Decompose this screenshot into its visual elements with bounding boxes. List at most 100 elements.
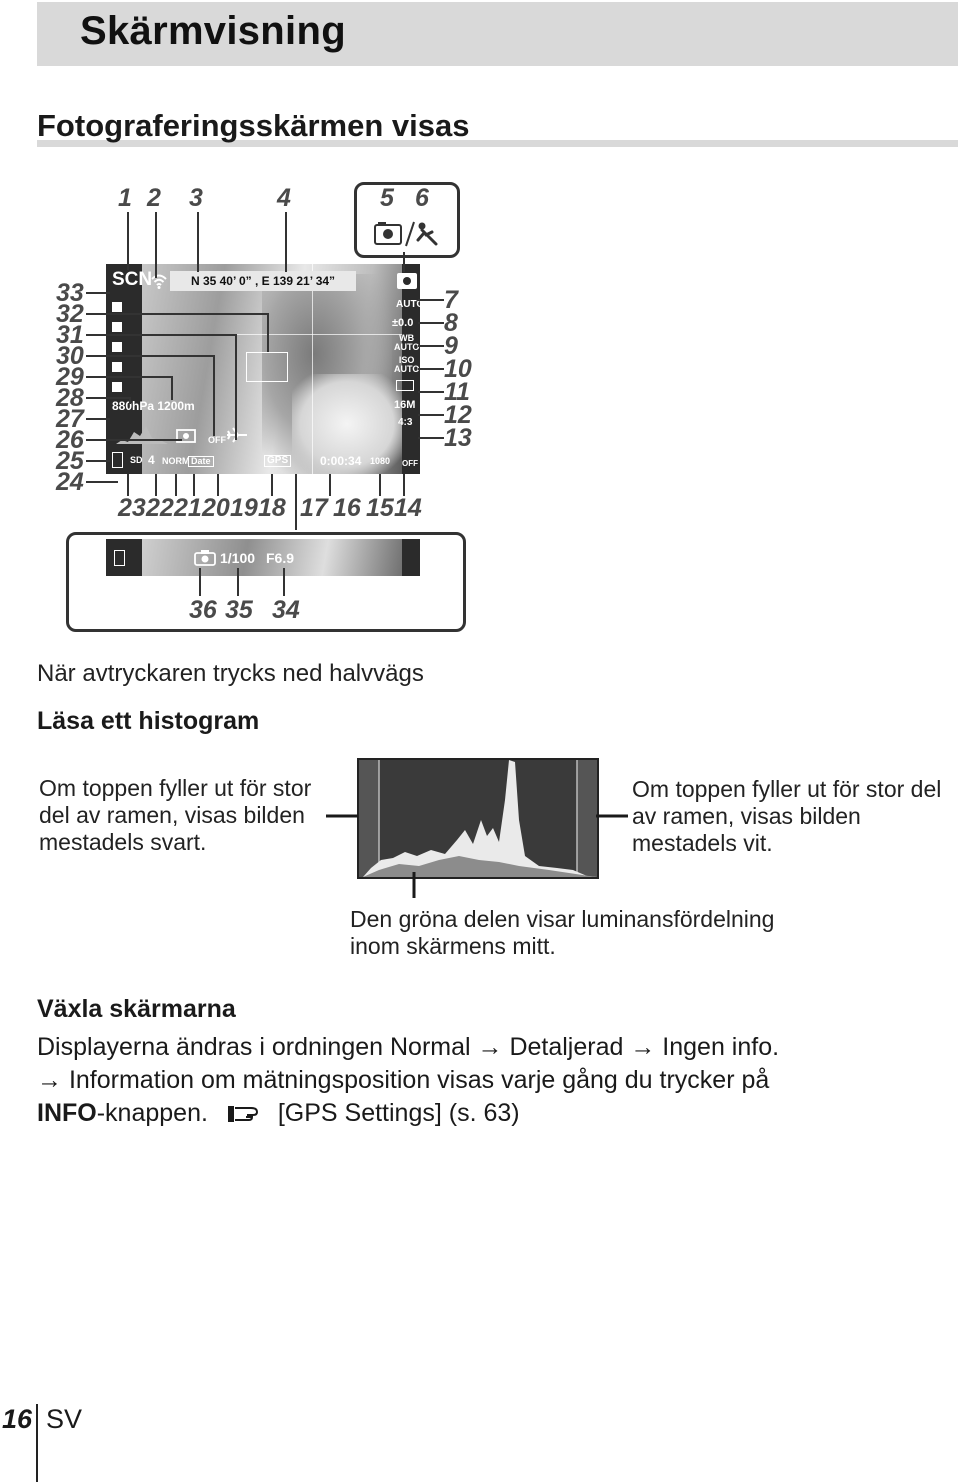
left-indicator-2 [112, 322, 122, 332]
half-press-caption: När avtryckaren trycks ned halvvägs [37, 660, 424, 687]
histogram-right-text: Om toppen fyller ut för stor del av rame… [632, 776, 942, 856]
display-photo [142, 264, 402, 474]
switch-line-3: INFO-knappen. [GPS Settings] (s. 63) [37, 1097, 520, 1130]
half-press-photo [142, 539, 402, 576]
sd-card-label: SD [130, 455, 143, 465]
switch-line-1: Displayerna ändras i ordningen Normal → … [37, 1033, 780, 1061]
shutter-speed: 1/100 [220, 550, 256, 566]
movie-record-time: 0:00:34 [320, 454, 362, 468]
shots-remaining: 4 [148, 453, 155, 467]
callout-4: 4 [277, 184, 291, 212]
switch-title: Växla skärmarna [37, 995, 236, 1023]
language-code: SV [46, 1404, 83, 1434]
callout-17: 17 [300, 494, 328, 522]
wind-noise-off: OFF [402, 459, 418, 468]
gps-coordinates: N 35 40’ 0” , E 139 21’ 34” [170, 271, 356, 291]
callout-5: 5 [380, 184, 394, 212]
callout-29: 29 [56, 363, 84, 391]
aspect-ratio: 4:3 [398, 417, 413, 428]
callout-31: 31 [56, 321, 84, 349]
callout-3: 3 [189, 184, 203, 212]
callout-9: 9 [444, 332, 458, 360]
callout-28: 28 [56, 384, 84, 412]
callout-leader-lines [86, 212, 444, 530]
section-rule [37, 140, 958, 147]
half-press-frame [66, 532, 466, 632]
callout-19: 19 [230, 494, 258, 522]
callout-13: 13 [444, 424, 472, 452]
callout-30: 30 [56, 342, 84, 370]
left-indicator-5 [112, 382, 122, 392]
drive-mode-icon [396, 380, 414, 391]
exposure-compensation: ±0.0 [392, 317, 414, 329]
battery-icon-2 [114, 550, 125, 566]
camera-mode-icon [194, 550, 216, 566]
grid-line-h1 [142, 334, 402, 335]
image-size: 16M [394, 399, 416, 411]
grid-line-v1 [312, 264, 313, 474]
green-part-text-1: Den gröna delen visar luminansfördelning [350, 906, 775, 932]
half-press-leaders [199, 568, 285, 596]
date-stamp: Date [188, 456, 214, 467]
slash-separator-icon [405, 221, 415, 247]
white-balance: WB AUTO [394, 333, 420, 352]
mode-callout-box [354, 182, 460, 258]
callout-23: 23 [118, 494, 146, 522]
histogram-curve [359, 760, 597, 877]
callout-8: 8 [444, 309, 458, 337]
histogram-pointers [326, 814, 628, 898]
shooting-mode-icon [176, 429, 196, 443]
callout-6: 6 [415, 184, 429, 212]
callout-27: 27 [56, 405, 84, 433]
wifi-icon [151, 274, 167, 289]
af-target-frame [246, 352, 288, 382]
display-photo-shirt [292, 374, 402, 474]
callout-34: 34 [272, 596, 300, 624]
left-indicator-1 [112, 302, 122, 312]
gps-settings-reference: [GPS Settings] (s. 63) [277, 1099, 520, 1127]
page-header [37, 2, 958, 66]
info-button-label: INFO [37, 1099, 97, 1127]
portrait-mode-icon [374, 222, 402, 245]
callout-26: 26 [56, 426, 84, 454]
gps-badge: GPS [264, 455, 292, 467]
scene-mode-label: SCN [112, 269, 153, 290]
green-part-text-2: inom skärmens mitt. [350, 933, 556, 959]
histogram-graphic [357, 758, 599, 879]
callout-32: 32 [56, 300, 84, 328]
histogram-left-text: Om toppen fyller ut för stor del av rame… [39, 775, 312, 855]
callout-21: 21 [174, 494, 202, 522]
callout-10: 10 [444, 355, 472, 383]
histogram-title: Läsa ett histogram [37, 707, 260, 735]
callout-2: 2 [147, 184, 161, 212]
pressure-altitude: 880hPa 1200m [112, 399, 195, 413]
callout-20: 20 [202, 494, 230, 522]
callout-1: 1 [118, 184, 132, 212]
aperture-value: F6.9 [266, 550, 295, 566]
stabilizer-off-label: OFF [208, 435, 226, 445]
compression-quality: NORM [162, 456, 190, 466]
button-suffix: -knappen. [96, 1099, 208, 1127]
page-number: 16 [2, 1404, 33, 1434]
callout-22: 22 [146, 494, 174, 522]
left-indicator-3 [112, 342, 122, 352]
section-title: Fotograferingsskärmen visas [37, 108, 470, 143]
reference-hand-icon [227, 1106, 258, 1122]
callout-35: 35 [225, 596, 253, 624]
callout-33: 33 [56, 279, 84, 307]
footer-divider [36, 1404, 38, 1482]
switch-line-2: → Information om mätningsposition visas … [37, 1066, 770, 1094]
callout-36: 36 [189, 596, 217, 624]
scene-portrait-icon [397, 273, 417, 289]
flash-mode: AUTO [396, 299, 420, 310]
page-title: Skärmvisning [80, 9, 346, 53]
callout-11: 11 [444, 378, 470, 406]
movie-size: 1080 [370, 456, 391, 466]
callout-14: 14 [394, 494, 422, 522]
action-mode-icon [416, 222, 438, 246]
callout-16: 16 [333, 494, 361, 522]
callout-7: 7 [444, 286, 458, 314]
callout-24: 24 [56, 468, 84, 496]
half-press-display: 1/100 F6.9 [106, 539, 420, 576]
callout-18: 18 [258, 494, 286, 522]
